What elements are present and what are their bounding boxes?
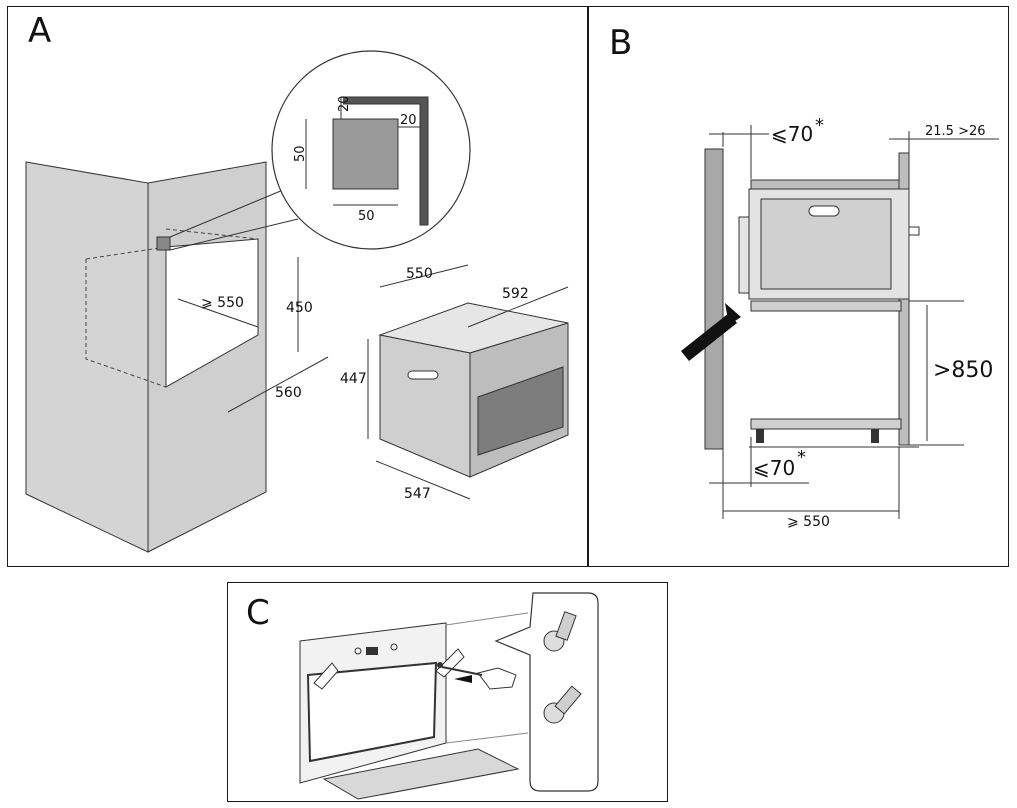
arrow-screw-left	[313, 662, 339, 690]
top-gap-star: *	[815, 115, 824, 136]
panel-a-letter: A	[28, 11, 52, 51]
cavity-height: 450	[286, 300, 313, 316]
base-shelf	[750, 418, 902, 430]
height-label: >850	[933, 358, 993, 383]
panel-c: C	[227, 582, 668, 802]
oven-handle	[407, 370, 439, 380]
oven-height: 447	[340, 371, 367, 387]
panel-a: A 20 20 50 50 ⩾ 550 450 560	[7, 6, 588, 567]
airflow-arrow	[681, 313, 737, 361]
panel-a-diagram: 20 20 50 50 ⩾ 550 450 560 550 592 447 54…	[25, 50, 569, 553]
control-display	[366, 647, 378, 655]
clearance-label: 21.5 >26	[925, 124, 986, 139]
hand-with-screwdriver	[477, 667, 517, 690]
oven-front-depth: 547	[404, 486, 431, 502]
push-arrow	[454, 675, 472, 683]
cavity-width: ⩾ 550	[201, 295, 244, 311]
wall	[704, 148, 724, 450]
panel-b: B ⩽70 * 21.5 >26 >850 ⩽70 *	[588, 6, 1009, 567]
oven-door-glass	[477, 366, 564, 456]
oven-side-knobs	[738, 216, 750, 294]
depth-label: ⩾ 550	[787, 514, 830, 530]
detail-height: 50	[293, 145, 308, 162]
panel-b-diagram: ⩽70 * 21.5 >26 >850 ⩽70 * ⩾ 550	[681, 115, 999, 530]
vent-detail	[332, 118, 399, 190]
panel-c-letter: C	[246, 593, 270, 633]
cabinet-side	[25, 161, 149, 553]
vent-cutout	[156, 236, 171, 251]
oven-handle-b	[808, 205, 840, 217]
detail-width: 50	[358, 209, 375, 224]
arrow-screw-right	[435, 648, 465, 678]
cavity-depth: 560	[275, 385, 302, 401]
cabinet-foot-left	[756, 429, 764, 443]
detail-top-gap: 20	[337, 95, 352, 112]
oven-side	[379, 334, 471, 478]
cabinet-opening	[165, 238, 259, 388]
panel-c-diagram	[299, 592, 599, 800]
top-gap-label: ⩽70	[771, 122, 813, 146]
detail-side-gap: 20	[400, 113, 417, 128]
oven-width: 550	[406, 266, 433, 282]
bottom-gap-label: ⩽70	[753, 456, 795, 480]
screw-detail-callout	[494, 592, 599, 792]
cabinet-foot-right	[871, 429, 879, 443]
panel-b-letter: B	[609, 23, 633, 63]
screw-thread-bottom	[554, 685, 582, 715]
middle-shelf	[750, 300, 902, 312]
oven-cavity	[306, 661, 438, 763]
bottom-gap-star: *	[797, 447, 806, 468]
screw-thread-top	[555, 611, 577, 641]
oven-door-open	[322, 748, 520, 800]
oven-depth: 592	[502, 286, 529, 302]
